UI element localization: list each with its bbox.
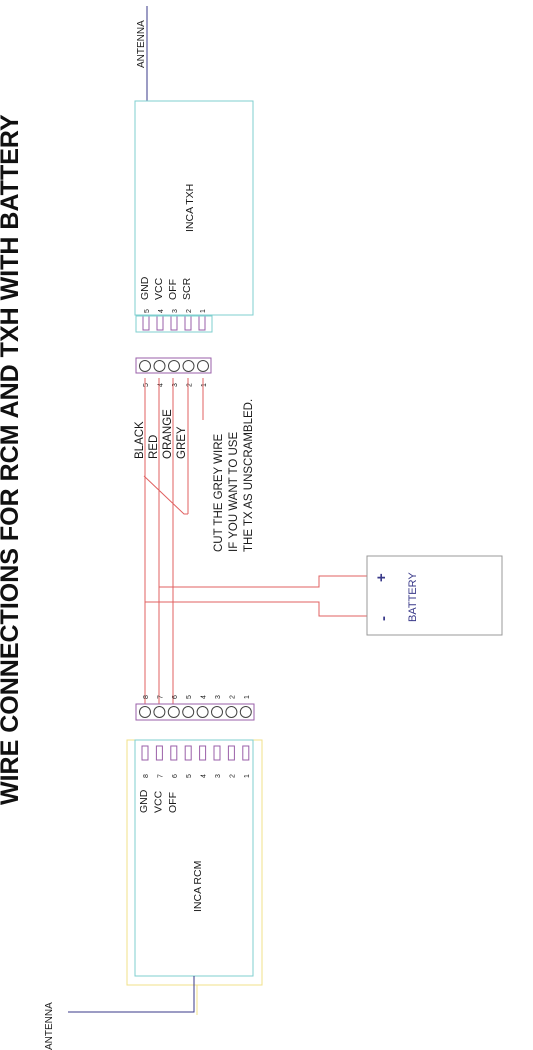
- rcm-plug-socket: [226, 707, 237, 718]
- txh-plug-socket: [154, 361, 165, 372]
- txh-pin-label: GND: [139, 276, 151, 300]
- rcm-pin: [228, 746, 234, 760]
- rcm-plug-socket: [197, 707, 208, 718]
- rcm-pin: [185, 746, 191, 760]
- rcm-plug-pin-number: 1: [244, 695, 251, 699]
- rcm-pin-number: 5: [186, 774, 193, 778]
- wire-label-orange: ORANGE: [162, 409, 174, 459]
- rcm-pin: [171, 746, 177, 760]
- rcm-plug-socket: [168, 707, 179, 718]
- rcm-plug-pin-number: 3: [215, 695, 222, 699]
- rcm-plug-pin-number: 5: [186, 695, 193, 699]
- txh-antenna-label: ANTENNA: [136, 20, 147, 68]
- rcm-pin: [200, 746, 206, 760]
- txh-pin-number: 1: [200, 309, 207, 313]
- wire-label-red: RED: [148, 435, 160, 459]
- txh-pin-number: 4: [158, 309, 165, 313]
- rcm-plug-pin-number: 2: [229, 695, 236, 699]
- rcm-pin: [156, 746, 162, 760]
- txh-plug-socket: [140, 361, 151, 372]
- rcm-plug-connector: 8 7 6 5 4 3 2 1: [136, 695, 254, 720]
- diagram-title: WIRE CONNECTIONS FOR RCM AND TXH WITH BA…: [0, 114, 24, 805]
- rcm-pin-label: VCC: [152, 790, 164, 813]
- wire-grey-cut: [144, 476, 188, 514]
- txh-plug-pin-number: 1: [201, 383, 208, 387]
- rcm-plug-socket: [240, 707, 251, 718]
- battery: + - BATTERY: [367, 556, 502, 635]
- txh-pin-number: 5: [144, 309, 151, 313]
- rcm-plug-pin-number: 7: [157, 695, 164, 699]
- note-line: IF YOU WANT TO USE: [228, 432, 240, 552]
- txh-pin: [199, 316, 205, 330]
- txh-pin-labels: 5 GND 4 VCC 3 OFF 2 SCR 1: [136, 276, 212, 332]
- txh-pin: [185, 316, 191, 330]
- wire-battery-plus: [159, 576, 367, 587]
- rcm-pin: [214, 746, 220, 760]
- txh-plug-socket: [198, 361, 209, 372]
- rcm-pin-number: 4: [201, 774, 208, 778]
- battery-label: BATTERY: [407, 572, 419, 622]
- rcm-plug-pin-number: 4: [201, 695, 208, 699]
- txh-pin: [143, 316, 149, 330]
- txh-plug-socket: [183, 361, 194, 372]
- rcm-plug-socket: [154, 707, 165, 718]
- battery-plus: +: [373, 573, 390, 582]
- txh-plug-socket: [169, 361, 180, 372]
- txh-pin-number: 2: [186, 309, 193, 313]
- rcm-pin: [142, 746, 148, 760]
- rcm-plug-socket: [183, 707, 194, 718]
- wire-battery-minus: [145, 602, 367, 616]
- rcm-pin-number: 6: [172, 774, 179, 778]
- wire-label-black: BLACK: [134, 421, 146, 459]
- txh-pin-number: 3: [172, 309, 179, 313]
- rcm-pin-number: 1: [244, 774, 251, 778]
- rcm-plug-pin-number: 8: [143, 695, 150, 699]
- note-line: CUT THE GREY WIRE: [213, 433, 225, 552]
- txh-pin-label: SCR: [181, 277, 193, 300]
- txh-pin: [157, 316, 163, 330]
- rcm-pin-number: 8: [143, 774, 150, 778]
- txh-pin-label: VCC: [153, 277, 165, 300]
- rcm-name: INCA RCM: [192, 861, 204, 912]
- txh-pin-label: OFF: [167, 279, 179, 300]
- rcm-pin-number: 3: [215, 774, 222, 778]
- note-line: THE TX AS UNSCRAMBLED.: [243, 399, 255, 552]
- rcm-plug-socket: [140, 707, 151, 718]
- rcm-pin-label: OFF: [167, 792, 179, 813]
- rcm-plug-pin-number: 6: [172, 695, 179, 699]
- battery-minus: -: [375, 616, 392, 621]
- rcm-antenna-label: ANTENNA: [44, 1002, 55, 1050]
- txh-pin: [171, 316, 177, 330]
- rcm-plug-socket: [212, 707, 223, 718]
- txh-plug-pin-number: 5: [143, 383, 150, 387]
- rcm-pin: [243, 746, 249, 760]
- wire-label-grey: GREY: [176, 426, 188, 459]
- txh-name: INCA TXH: [184, 184, 196, 232]
- battery-body: [367, 556, 502, 635]
- rcm-antenna-wire: [68, 976, 194, 1012]
- rcm-pin-number: 2: [229, 774, 236, 778]
- rcm-pin-number: 7: [157, 774, 164, 778]
- rcm-pin-label: GND: [138, 789, 150, 813]
- txh-module: ANTENNA INCA TXH 5 GND 4 VCC 3 OFF 2 SCR 1: [135, 6, 253, 332]
